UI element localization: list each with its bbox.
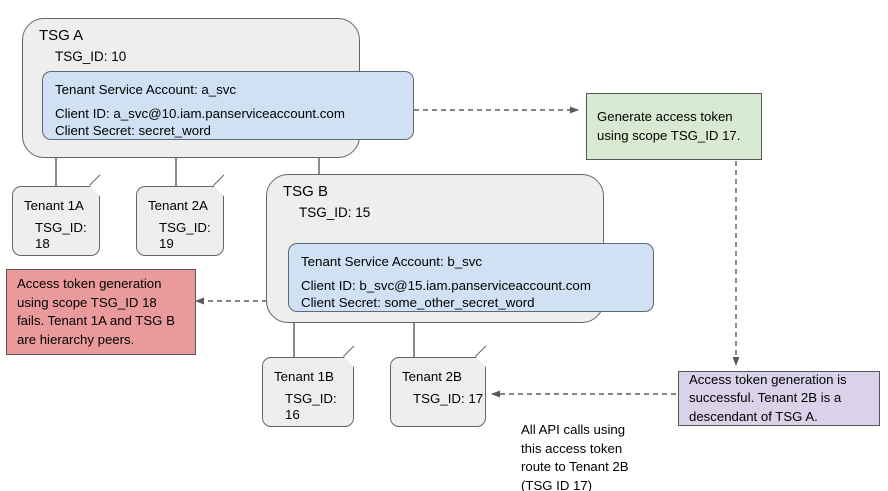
service-account-a-svc-title: Tenant Service Account: a_svc (55, 82, 237, 97)
note-token-success[interactable]: Access token generation is successful. T… (678, 371, 880, 426)
group-tsg-b-id: TSG_ID: 15 (299, 205, 371, 220)
tenant-1a[interactable]: Tenant 1A TSG_ID: 18 (12, 186, 100, 256)
tenant-2b[interactable]: Tenant 2B TSG_ID: 17 (390, 357, 486, 427)
service-account-b-svc[interactable]: Tenant Service Account: b_svc Client ID:… (288, 243, 654, 312)
note-token-failure-text: Access token generation using scope TSG_… (17, 276, 175, 347)
service-account-a-svc-client-id: Client ID: a_svc@10.iam.panserviceaccoun… (55, 106, 345, 121)
caption-api-routing: All API calls using this access token ro… (521, 422, 629, 491)
service-account-a-svc[interactable]: Tenant Service Account: a_svc Client ID:… (42, 71, 414, 140)
service-account-a-svc-client-secret: Client Secret: secret_word (55, 122, 211, 138)
service-account-b-svc-title: Tenant Service Account: b_svc (301, 254, 483, 269)
tenant-1a-name: Tenant 1A (24, 198, 84, 213)
note-token-success-text: Access token generation is successful. T… (689, 371, 847, 424)
tenant-2a[interactable]: Tenant 2A TSG_ID: 19 (136, 186, 224, 256)
group-tsg-a-id: TSG_ID: 10 (55, 49, 127, 64)
note-generate-token-text: Generate access token using scope TSG_ID… (597, 109, 741, 143)
group-tsg-a-title: TSG A (39, 27, 84, 44)
tenant-2b-name: Tenant 2B (402, 369, 462, 384)
note-generate-token[interactable]: Generate access token using scope TSG_ID… (586, 93, 762, 160)
tenant-1b[interactable]: Tenant 1B TSG_ID: 16 (262, 357, 354, 427)
tenant-1b-id: TSG_ID: 16 (285, 391, 337, 422)
service-account-b-svc-client-secret: Client Secret: some_other_secret_word (301, 294, 535, 310)
group-tsg-b-title: TSG B (283, 183, 329, 200)
service-account-b-svc-client-id: Client ID: b_svc@15.iam.panserviceaccoun… (301, 278, 591, 293)
tenant-2a-name: Tenant 2A (148, 198, 208, 213)
tenant-2b-id: TSG_ID: 17 (413, 391, 484, 406)
tenant-1b-name: Tenant 1B (274, 369, 334, 384)
note-token-failure[interactable]: Access token generation using scope TSG_… (6, 269, 196, 355)
tenant-1a-id: TSG_ID: 18 (35, 220, 87, 251)
tenant-2a-id: TSG_ID: 19 (159, 220, 211, 251)
